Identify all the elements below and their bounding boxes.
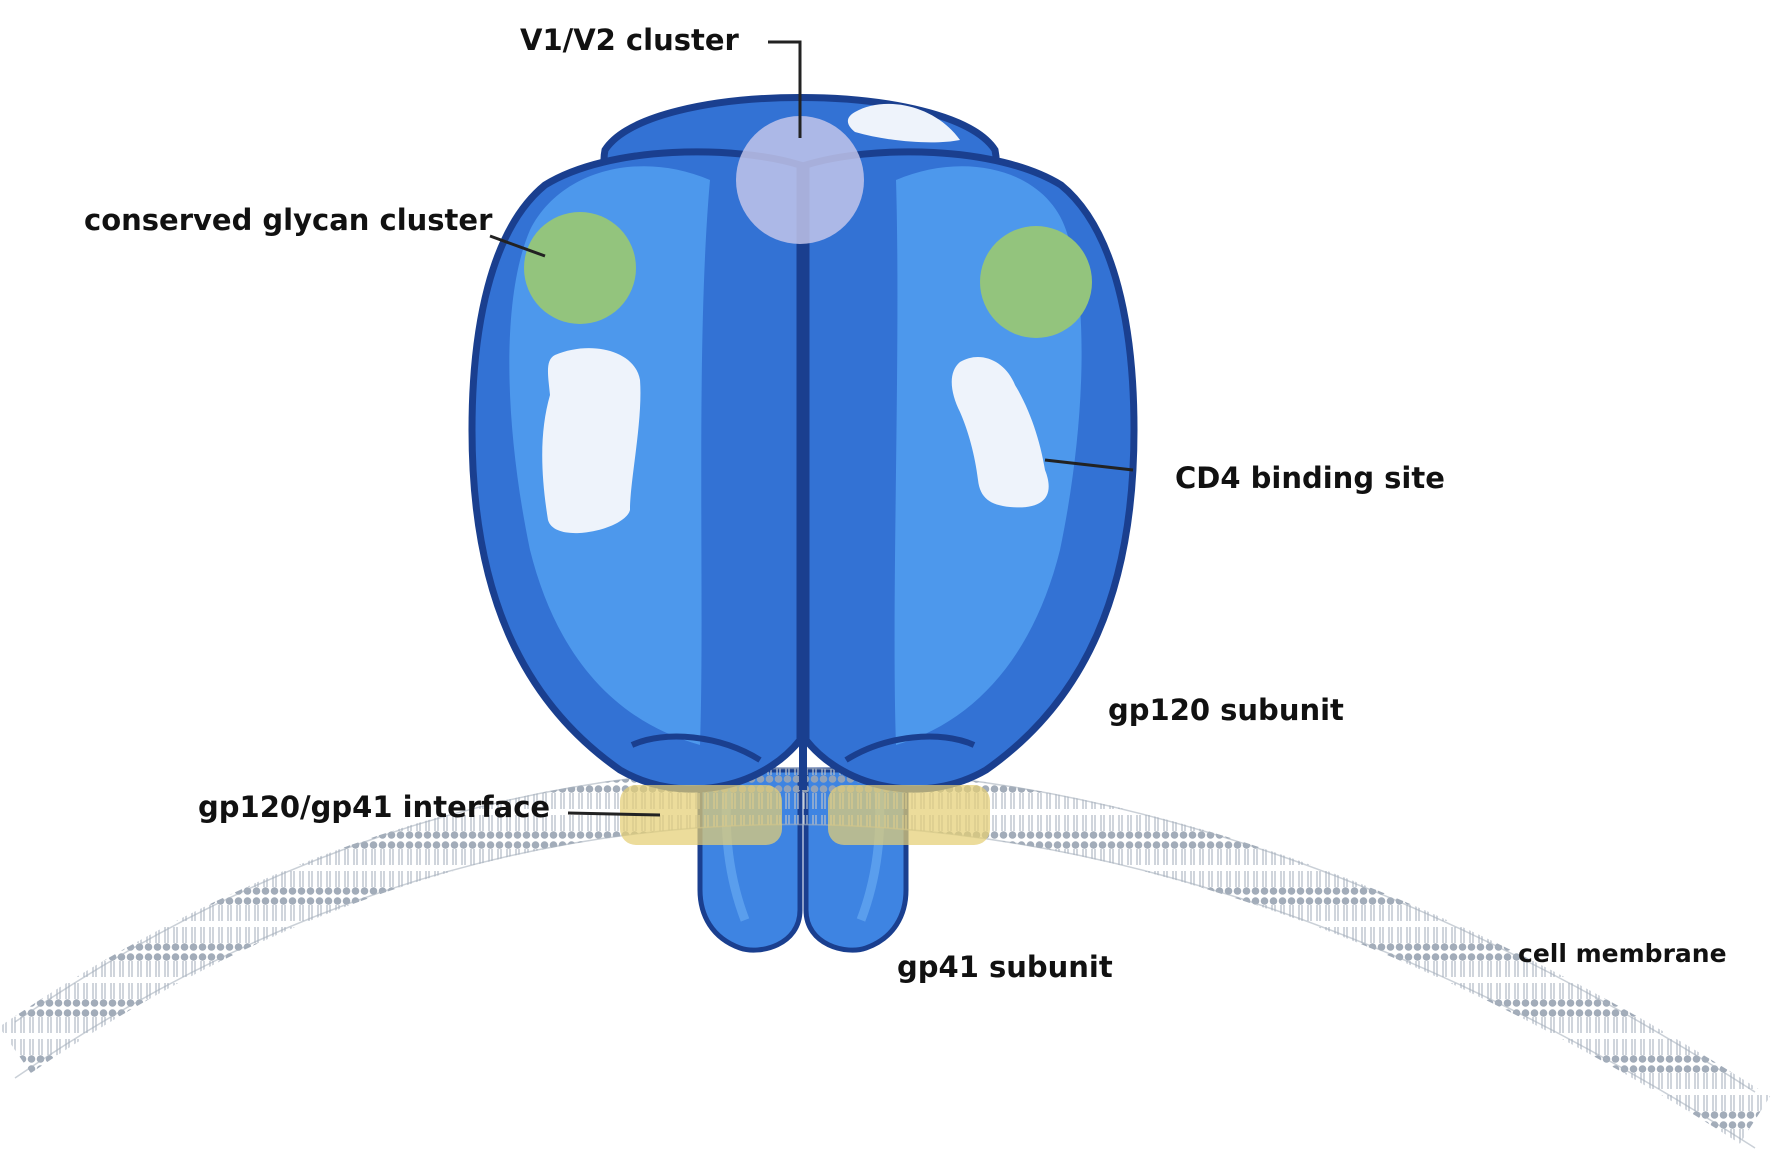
label-v1v2: V1/V2 cluster [520, 23, 740, 57]
glycan-cluster-left [524, 212, 636, 324]
leader-cd4 [1044, 458, 1134, 472]
white-patch-left [542, 348, 641, 534]
gp120-gp41-interface [620, 785, 990, 845]
leader-interface [567, 811, 661, 817]
glycan-cluster-right [980, 226, 1092, 338]
label-cell-membrane: cell membrane [1518, 939, 1727, 968]
gp120-right-lobe [802, 148, 1138, 793]
label-gp120-subunit: gp120 subunit [1108, 693, 1344, 727]
back-lobe-patch [847, 103, 960, 143]
leader-lines [489, 40, 1134, 817]
diagram-labels: V1/V2 cluster conserved glycan cluster C… [84, 23, 1727, 984]
label-interface: gp120/gp41 interface [198, 790, 550, 824]
leader-glycan [489, 234, 546, 258]
label-glycan: conserved glycan cluster [84, 203, 493, 237]
label-gp41-subunit: gp41 subunit [897, 950, 1113, 984]
v1v2-cluster [736, 116, 864, 244]
leader-v1v2 [768, 40, 802, 138]
cd4-binding-site [951, 356, 1049, 508]
label-cd4-binding-site: CD4 binding site [1175, 461, 1445, 495]
